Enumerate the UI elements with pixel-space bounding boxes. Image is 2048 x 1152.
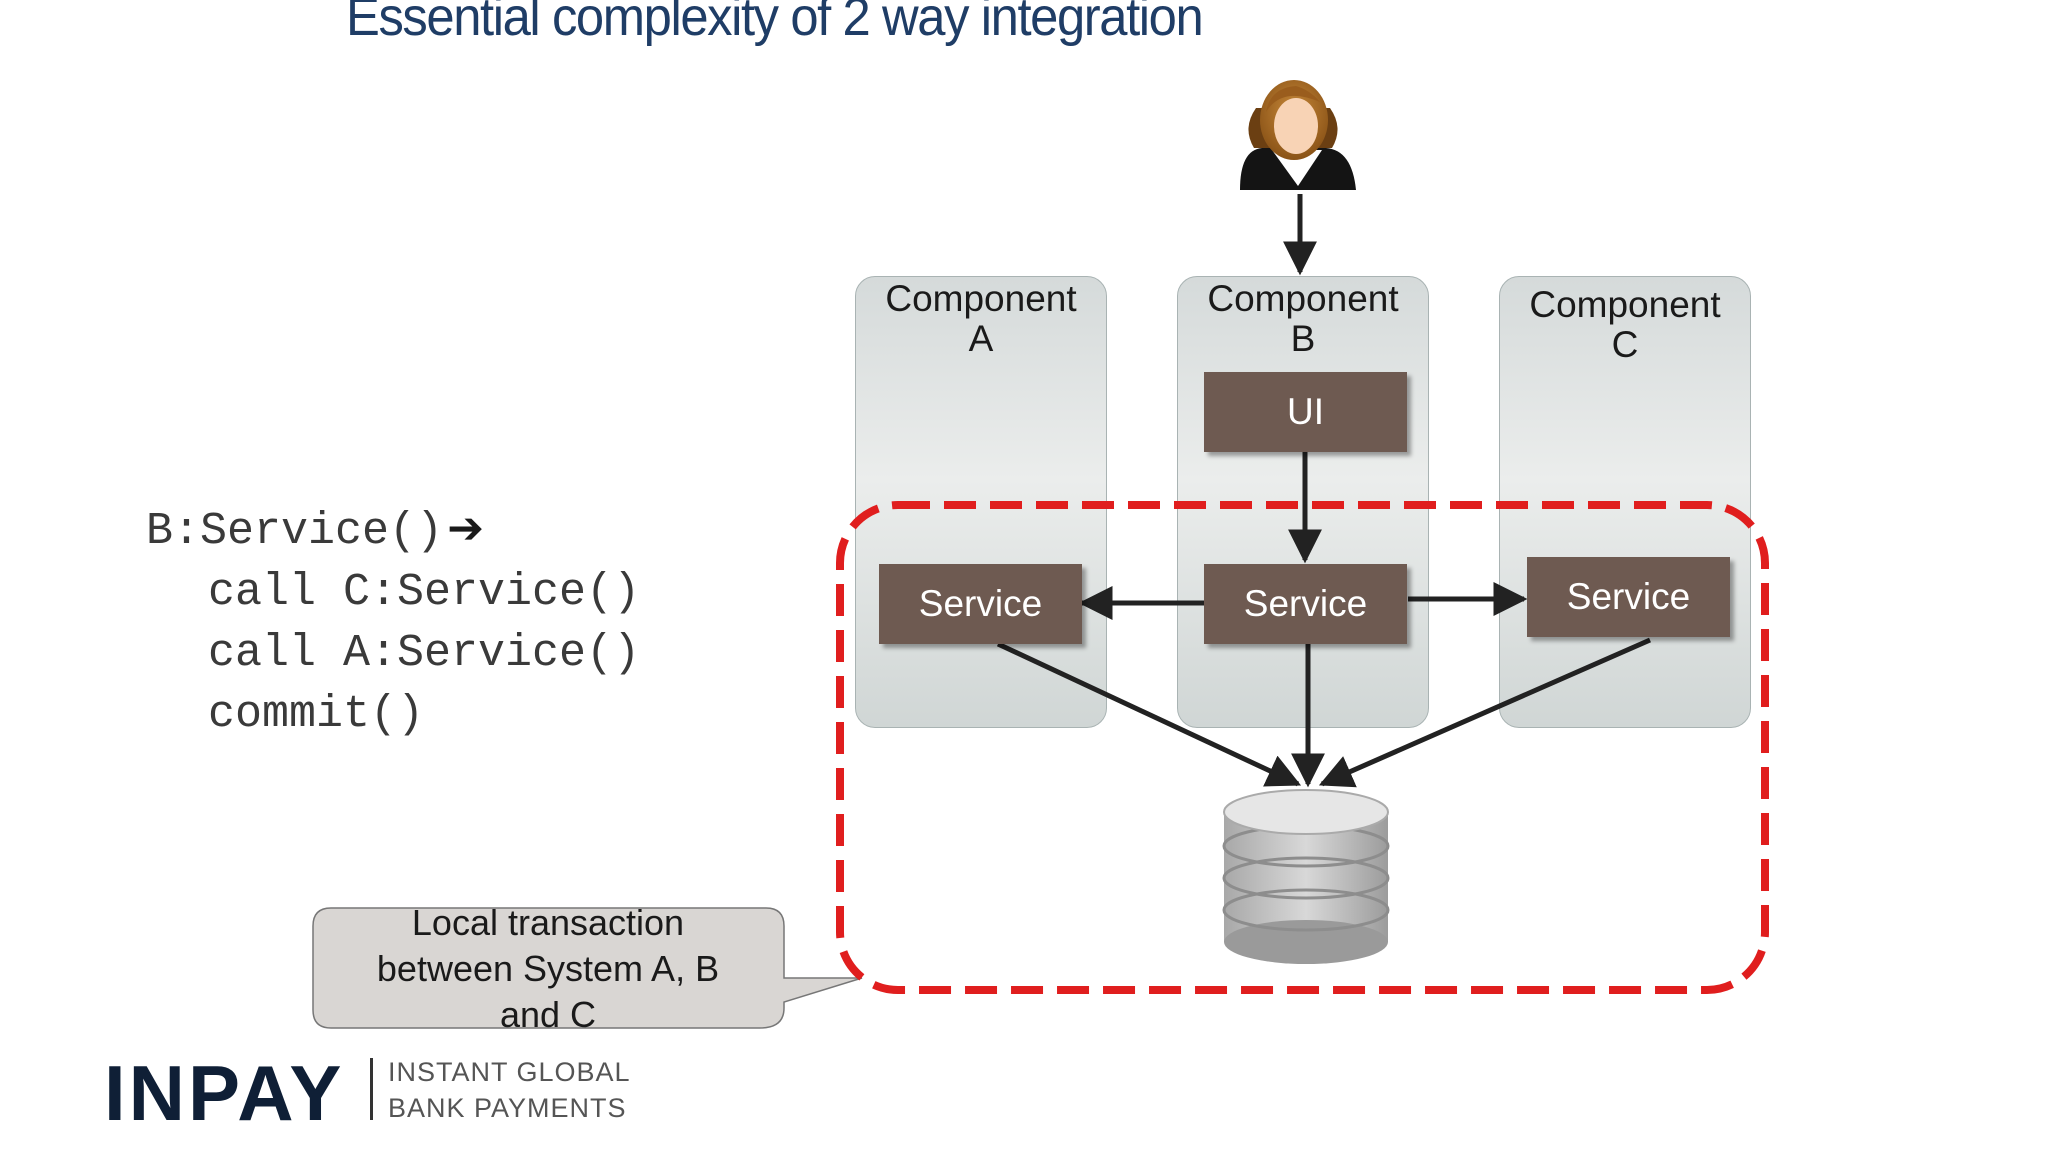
- callout-line-1: Local transaction: [411, 902, 685, 943]
- component-b-label-2: B: [1290, 318, 1316, 359]
- component-c-label-1: Component: [1529, 284, 1721, 325]
- logo-tagline: INSTANT GLOBAL BANK PAYMENTS: [388, 1054, 631, 1126]
- right-arrow-icon: ➔: [447, 503, 484, 554]
- code-line-3: call A:Service(): [208, 628, 641, 679]
- inpay-logo: INPAY: [104, 1049, 345, 1137]
- component-c-label-2: C: [1611, 324, 1639, 365]
- pseudo-code: B:Service()➔ call C:Service() call A:Serv…: [146, 498, 640, 745]
- component-b-label-1: Component: [1207, 278, 1399, 319]
- tagline-line-1: INSTANT GLOBAL: [388, 1057, 631, 1087]
- code-line-4: commit(): [208, 689, 425, 740]
- user-icon: [1240, 80, 1356, 190]
- service-box-c: Service: [1527, 557, 1730, 637]
- callout-shape: [312, 907, 863, 1029]
- tagline-line-2: BANK PAYMENTS: [388, 1093, 627, 1123]
- callout-text: Local transaction between System A, B an…: [318, 900, 778, 1038]
- code-line-2: call C:Service(): [208, 567, 641, 618]
- logo-divider: [370, 1058, 373, 1120]
- database-icon: [1222, 789, 1390, 964]
- service-box-a: Service: [879, 564, 1082, 644]
- ui-box-b: UI: [1204, 372, 1407, 452]
- code-line-1: B:Service(): [146, 506, 444, 557]
- service-box-b: Service: [1204, 564, 1407, 644]
- callout-line-3: and C: [499, 994, 597, 1035]
- local-transaction-boundary: [836, 501, 1769, 994]
- page-title: Essential complexity of 2 way integratio…: [346, 0, 1204, 47]
- component-a-label-1: Component: [885, 278, 1077, 319]
- component-a-label-2: A: [968, 318, 994, 359]
- callout-line-2: between System A, B: [376, 948, 720, 989]
